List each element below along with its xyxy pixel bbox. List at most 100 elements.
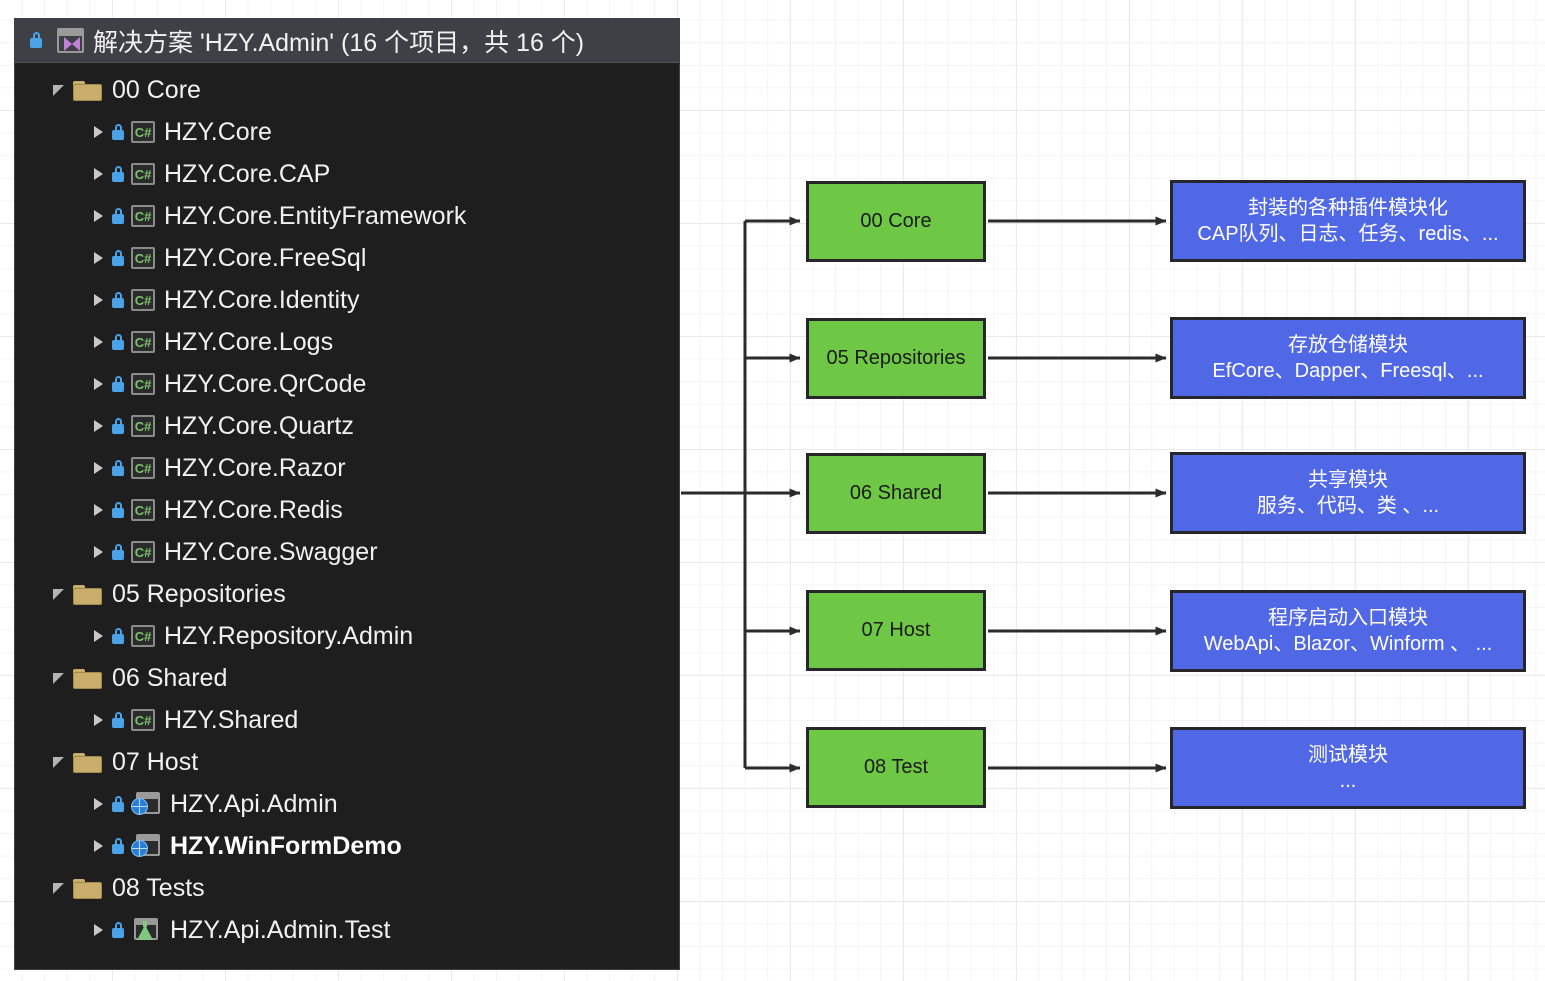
chevron-right-icon[interactable]	[91, 545, 105, 559]
chevron-right-icon[interactable]	[91, 461, 105, 475]
tree-item-label: 07 Host	[112, 747, 199, 776]
description-node-08-test[interactable]: 测试模块 ...	[1170, 727, 1526, 809]
lock-icon	[29, 32, 44, 49]
tree-item[interactable]: 05 Repositories	[15, 573, 679, 615]
lock-icon	[111, 417, 126, 435]
chevron-right-icon[interactable]	[91, 209, 105, 223]
tree-item[interactable]: C#HZY.Core.Logs	[15, 321, 679, 363]
test-project-icon	[131, 918, 161, 942]
chevron-right-icon[interactable]	[91, 713, 105, 727]
tree-item[interactable]: HZY.Api.Admin	[15, 783, 679, 825]
description-node-07-host[interactable]: 程序启动入口模块 WebApi、Blazor、Winform 、 ...	[1170, 590, 1526, 672]
csharp-project-icon: C#	[131, 541, 155, 563]
web-project-icon	[131, 834, 161, 858]
tree-item[interactable]: HZY.Api.Admin.Test	[15, 909, 679, 951]
tree-item-label: HZY.Core.Quartz	[164, 411, 354, 440]
chevron-right-icon[interactable]	[91, 377, 105, 391]
chevron-right-icon[interactable]	[91, 629, 105, 643]
lock-icon	[111, 795, 126, 813]
chevron-right-icon[interactable]	[91, 923, 105, 937]
tree-item[interactable]: C#HZY.Core.Razor	[15, 447, 679, 489]
chevron-down-icon[interactable]	[53, 587, 67, 601]
chevron-down-icon[interactable]	[53, 755, 67, 769]
chevron-right-icon[interactable]	[91, 797, 105, 811]
tree-item-label: HZY.Core.CAP	[164, 159, 331, 188]
chevron-right-icon[interactable]	[91, 419, 105, 433]
description-line-2: ...	[1339, 770, 1357, 792]
module-node-07-host[interactable]: 07 Host	[806, 590, 986, 671]
description-line-2: 服务、代码、类 、...	[1256, 495, 1440, 517]
tree-item-label: 06 Shared	[112, 663, 228, 692]
chevron-down-icon[interactable]	[53, 83, 67, 97]
lock-icon	[111, 627, 126, 645]
chevron-down-icon[interactable]	[53, 671, 67, 685]
solution-explorer-panel: 解决方案 'HZY.Admin' (16 个项目，共 16 个) 00 Core…	[14, 18, 680, 970]
tree-item[interactable]: C# HZY.Core.Redis	[15, 489, 679, 531]
csharp-project-icon: C#	[131, 499, 155, 521]
module-node-05-repositories[interactable]: 05 Repositories	[806, 318, 986, 399]
module-node-label: 00 Core	[860, 210, 932, 233]
chevron-down-icon[interactable]	[53, 881, 67, 895]
tree-item-label: HZY.Core.Redis	[164, 495, 343, 524]
tree-item[interactable]: HZY.WinFormDemo	[15, 825, 679, 867]
visual-studio-solution-icon	[57, 27, 85, 54]
csharp-project-icon: C#	[131, 415, 155, 437]
tree-item[interactable]: 08 Tests	[15, 867, 679, 909]
description-node-00-core[interactable]: 封装的各种插件模块化 CAP队列、日志、任务、redis、...	[1170, 180, 1526, 262]
module-node-08-test[interactable]: 08 Test	[806, 727, 986, 808]
folder-icon	[73, 877, 103, 900]
tree-item[interactable]: C#HZY.Core	[15, 111, 679, 153]
description-node-05-repositories[interactable]: 存放仓储模块 EfCore、Dapper、Freesql、...	[1170, 317, 1526, 399]
tree-item-label: HZY.Api.Admin	[170, 789, 338, 818]
tree-item[interactable]: C# HZY.Core.CAP	[15, 153, 679, 195]
csharp-project-icon: C#	[131, 289, 155, 311]
chevron-right-icon[interactable]	[91, 293, 105, 307]
lock-icon	[111, 165, 126, 183]
solution-explorer-header[interactable]: 解决方案 'HZY.Admin' (16 个项目，共 16 个)	[15, 19, 679, 63]
tree-item[interactable]: C# HZY.Core.Identity	[15, 279, 679, 321]
description-line-1: 测试模块	[1308, 743, 1388, 766]
chevron-right-icon[interactable]	[91, 503, 105, 517]
tree-item[interactable]: C#HZY.Core.Swagger	[15, 531, 679, 573]
tree-item[interactable]: 07 Host	[15, 741, 679, 783]
chevron-right-icon[interactable]	[91, 839, 105, 853]
tree-item-label: HZY.Core.FreeSql	[164, 243, 367, 272]
tree-item[interactable]: C#HZY.Core.FreeSql	[15, 237, 679, 279]
chevron-right-icon[interactable]	[91, 167, 105, 181]
tree-item[interactable]: C#HZY.Repository.Admin	[15, 615, 679, 657]
module-node-label: 08 Test	[863, 756, 929, 779]
tree-item[interactable]: 06 Shared	[15, 657, 679, 699]
tree-item-label: HZY.Shared	[164, 705, 299, 734]
module-node-06-shared[interactable]: 06 Shared	[806, 453, 986, 534]
chevron-right-icon[interactable]	[91, 251, 105, 265]
module-node-00-core[interactable]: 00 Core	[806, 181, 986, 262]
module-node-label: 06 Shared	[849, 482, 943, 505]
lock-icon	[111, 543, 126, 561]
lock-icon	[111, 123, 126, 141]
web-project-icon	[131, 792, 161, 816]
tree-item[interactable]: 00 Core	[15, 69, 679, 111]
description-line-2: WebApi、Blazor、Winform 、 ...	[1203, 633, 1493, 655]
chevron-right-icon[interactable]	[91, 335, 105, 349]
lock-icon	[111, 291, 126, 309]
description-node-06-shared[interactable]: 共享模块 服务、代码、类 、...	[1170, 452, 1526, 534]
tree-item[interactable]: C#HZY.Core.EntityFramework	[15, 195, 679, 237]
lock-icon	[111, 837, 126, 855]
folder-icon	[73, 751, 103, 774]
lock-icon	[111, 711, 126, 729]
chevron-right-icon[interactable]	[91, 125, 105, 139]
tree-item-label: HZY.WinFormDemo	[170, 831, 402, 860]
csharp-project-icon: C#	[131, 163, 155, 185]
tree-item-label: HZY.Core.Logs	[164, 327, 334, 356]
tree-item[interactable]: C# HZY.Core.Quartz	[15, 405, 679, 447]
folder-icon	[73, 667, 103, 690]
tree-item-label: HZY.Core.QrCode	[164, 369, 367, 398]
lock-icon	[111, 921, 126, 939]
lock-icon	[111, 459, 126, 477]
tree-item[interactable]: C#HZY.Shared	[15, 699, 679, 741]
csharp-project-icon: C#	[131, 457, 155, 479]
lock-icon	[111, 333, 126, 351]
tree-item[interactable]: C#HZY.Core.QrCode	[15, 363, 679, 405]
tree-item-label: HZY.Core.Identity	[164, 285, 360, 314]
